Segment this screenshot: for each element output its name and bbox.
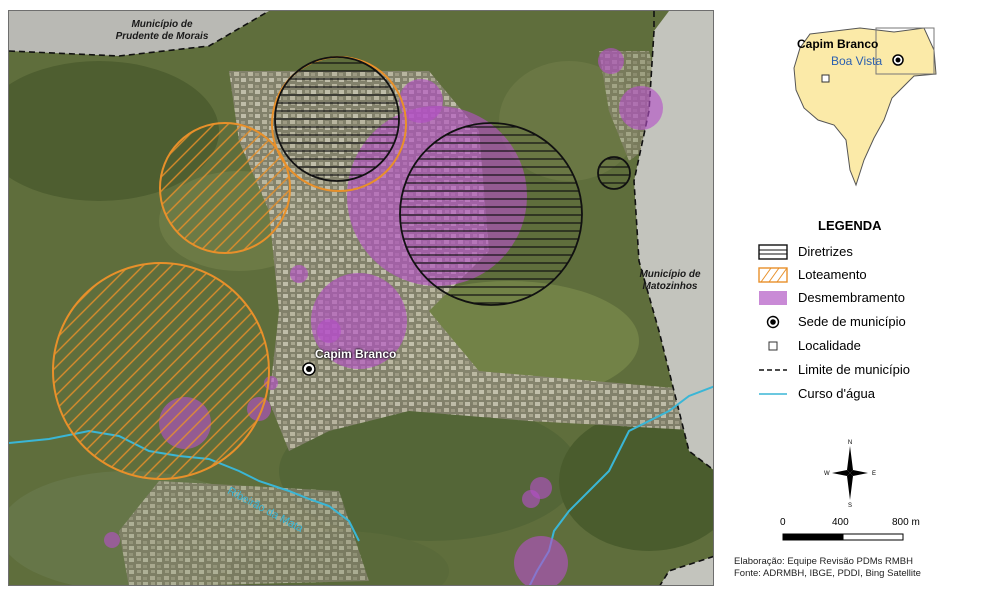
north-label: N [848,440,852,446]
desmembramento-zone [514,536,568,585]
diagonal-hatch-box-icon [758,267,788,283]
legend-item-loteamento: Loteamento [758,265,984,285]
east-label: E [872,471,876,477]
legend-item-diretrizes: Diretrizes [758,242,984,262]
desmembramento-zone [104,532,120,548]
legend-item-localidade: Localidade [758,336,984,356]
diretrizes-zone [597,156,631,190]
municipality-label-matozinhos: Município de Matozinhos [625,269,713,293]
map-canvas [9,11,713,585]
legend-label: Desmembramento [798,290,905,305]
municipality-label-line: Município de [131,19,193,30]
sidebar: Capim Branco Boa Vista LEGENDA Diretrize… [714,0,984,590]
municipality-south-area [660,556,713,585]
municipality-label-line: Prudente de Morais [115,31,209,42]
inset-locality-icon [821,74,830,83]
credits: Elaboração: Equipe Revisão PDMs RMBH Fon… [734,556,921,580]
purple-fill-box-icon [759,291,787,305]
loteamento-zones [52,56,407,480]
diretrizes-zone [274,56,400,182]
municipality-prudente-area [9,11,269,56]
legend-item-curso-dagua: Curso d'água [758,384,984,404]
legend-item-desmembramento: Desmembramento [758,288,984,308]
scale-label-0: 0 [780,517,786,528]
horizontal-hatch-box-icon [758,244,788,260]
legend-label: Diretrizes [798,244,853,259]
inset-locality-label: Boa Vista [831,54,883,68]
legend-label: Loteamento [798,267,867,282]
scale-label-400: 400 [832,517,849,528]
south-label: S [848,503,852,508]
inset-municipality-shape [793,27,937,187]
desmembramento-zone [317,319,341,343]
legend-label: Localidade [798,338,861,353]
legend-title: LEGENDA [818,218,882,233]
legend-label: Limite de município [798,362,910,377]
loteamento-zone [52,262,270,480]
north-arrow-icon: N S E W [824,440,876,508]
municipality-label-line: Matozinhos [642,281,698,292]
municipality-boundary [9,11,713,585]
seat-label: Capim Branco [315,347,397,361]
credits-line: Elaboração: Equipe Revisão PDMs RMBH [734,556,913,567]
diretrizes-zones [274,56,631,306]
municipality-label-prudente: Município de Prudente de Morais [97,19,227,43]
loteamento-zone [159,122,291,254]
credits-line: Fonte: ADRMBH, IBGE, PDDI, Bing Satellit… [734,568,921,579]
inset-extent-box [875,27,935,75]
desmembramento-zone [399,79,443,123]
water-line-icon [759,393,787,395]
desmembramento-zone [619,86,663,130]
seat-point-icon[interactable] [302,362,316,376]
desmembramento-zone [598,48,624,74]
map-panel[interactable]: Município de Prudente de Morais Municípi… [8,10,714,586]
desmembramento-zone [311,273,407,369]
legend-label: Curso d'água [798,386,875,401]
municipality-label-line: Município de [639,269,701,280]
inset-seat-icon [892,54,904,66]
diretrizes-zone [399,122,583,306]
dashed-line-icon [759,369,787,371]
inset-map [793,27,937,187]
seat-point-icon [766,315,780,329]
scale-bar [782,533,904,541]
west-label: W [824,471,830,477]
desmembramento-zone [522,490,540,508]
legend-item-limite: Limite de município [758,360,984,380]
inset-seat-label: Capim Branco [797,37,879,51]
legend-label: Sede de município [798,314,906,329]
legend-item-sede: Sede de município [758,312,984,332]
locality-square-icon [768,341,778,351]
desmembramento-zone [290,265,308,283]
scale-label-800: 800 m [892,517,920,528]
